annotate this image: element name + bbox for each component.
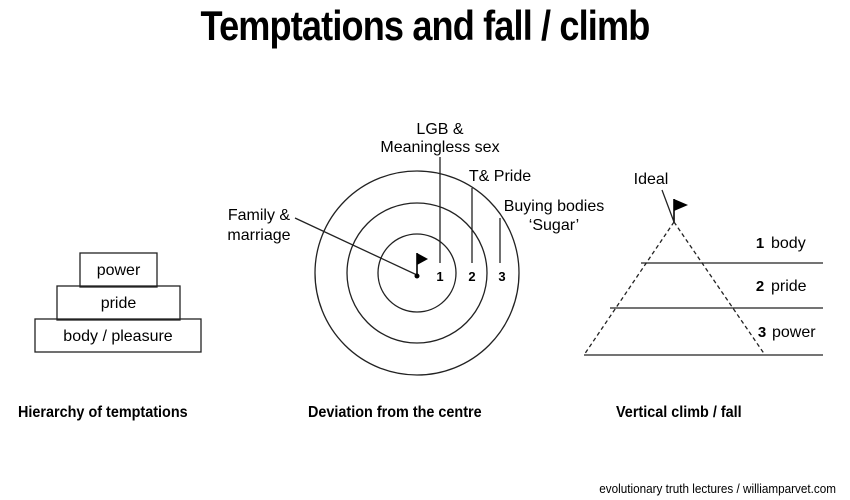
triangle-left-side (583, 221, 675, 356)
label-ideal: Ideal (634, 171, 669, 188)
hierarchy-level-pride: pride (101, 295, 137, 312)
triangle-right-side (673, 221, 766, 356)
hierarchy-level-body: body / pleasure (63, 328, 173, 345)
label-family-line2: marriage (227, 227, 290, 244)
hierarchy-level-power: power (97, 262, 141, 279)
ring-1 (377, 233, 457, 313)
hierarchy-level-pride-box (56, 285, 181, 321)
pointer-center (294, 217, 418, 276)
label-ring2: T& Pride (469, 168, 531, 185)
label-ring1-line1: LGB & (416, 121, 463, 138)
ring-2 (346, 202, 488, 344)
ring-3 (314, 170, 520, 376)
caption-vertical: Vertical climb / fall (616, 404, 742, 421)
hierarchy-diagram (34, 252, 202, 353)
level-number-1: 1 (756, 235, 764, 252)
label-family-line1: Family & (228, 207, 291, 224)
footer-credit: evolutionary truth lectures / williampar… (599, 481, 836, 496)
level-number-3: 3 (758, 324, 766, 341)
pointer-ideal (661, 189, 675, 223)
label-ring3-line2: ‘Sugar’ (529, 217, 579, 234)
level-label-body: body (771, 235, 806, 252)
page-title: Temptations and fall / climb (200, 2, 651, 49)
target-diagram (294, 157, 520, 376)
level-label-pride: pride (771, 278, 807, 295)
triangle-diagram (583, 221, 823, 356)
ring-number-1: 1 (436, 269, 443, 284)
label-ring3-line1: Buying bodies (504, 198, 605, 215)
apex-flag-icon (673, 199, 688, 222)
level-label-power: power (772, 324, 816, 341)
center-flag-icon (414, 253, 428, 279)
ring-number-3: 3 (498, 269, 505, 284)
hierarchy-level-body-box (34, 318, 202, 353)
level-number-2: 2 (756, 278, 764, 295)
caption-hierarchy: Hierarchy of temptations (18, 404, 188, 421)
ring-number-2: 2 (468, 269, 475, 284)
hierarchy-level-power-box (79, 252, 158, 288)
caption-deviation: Deviation from the centre (308, 404, 482, 421)
label-ring1-line2: Meaningless sex (380, 139, 499, 156)
